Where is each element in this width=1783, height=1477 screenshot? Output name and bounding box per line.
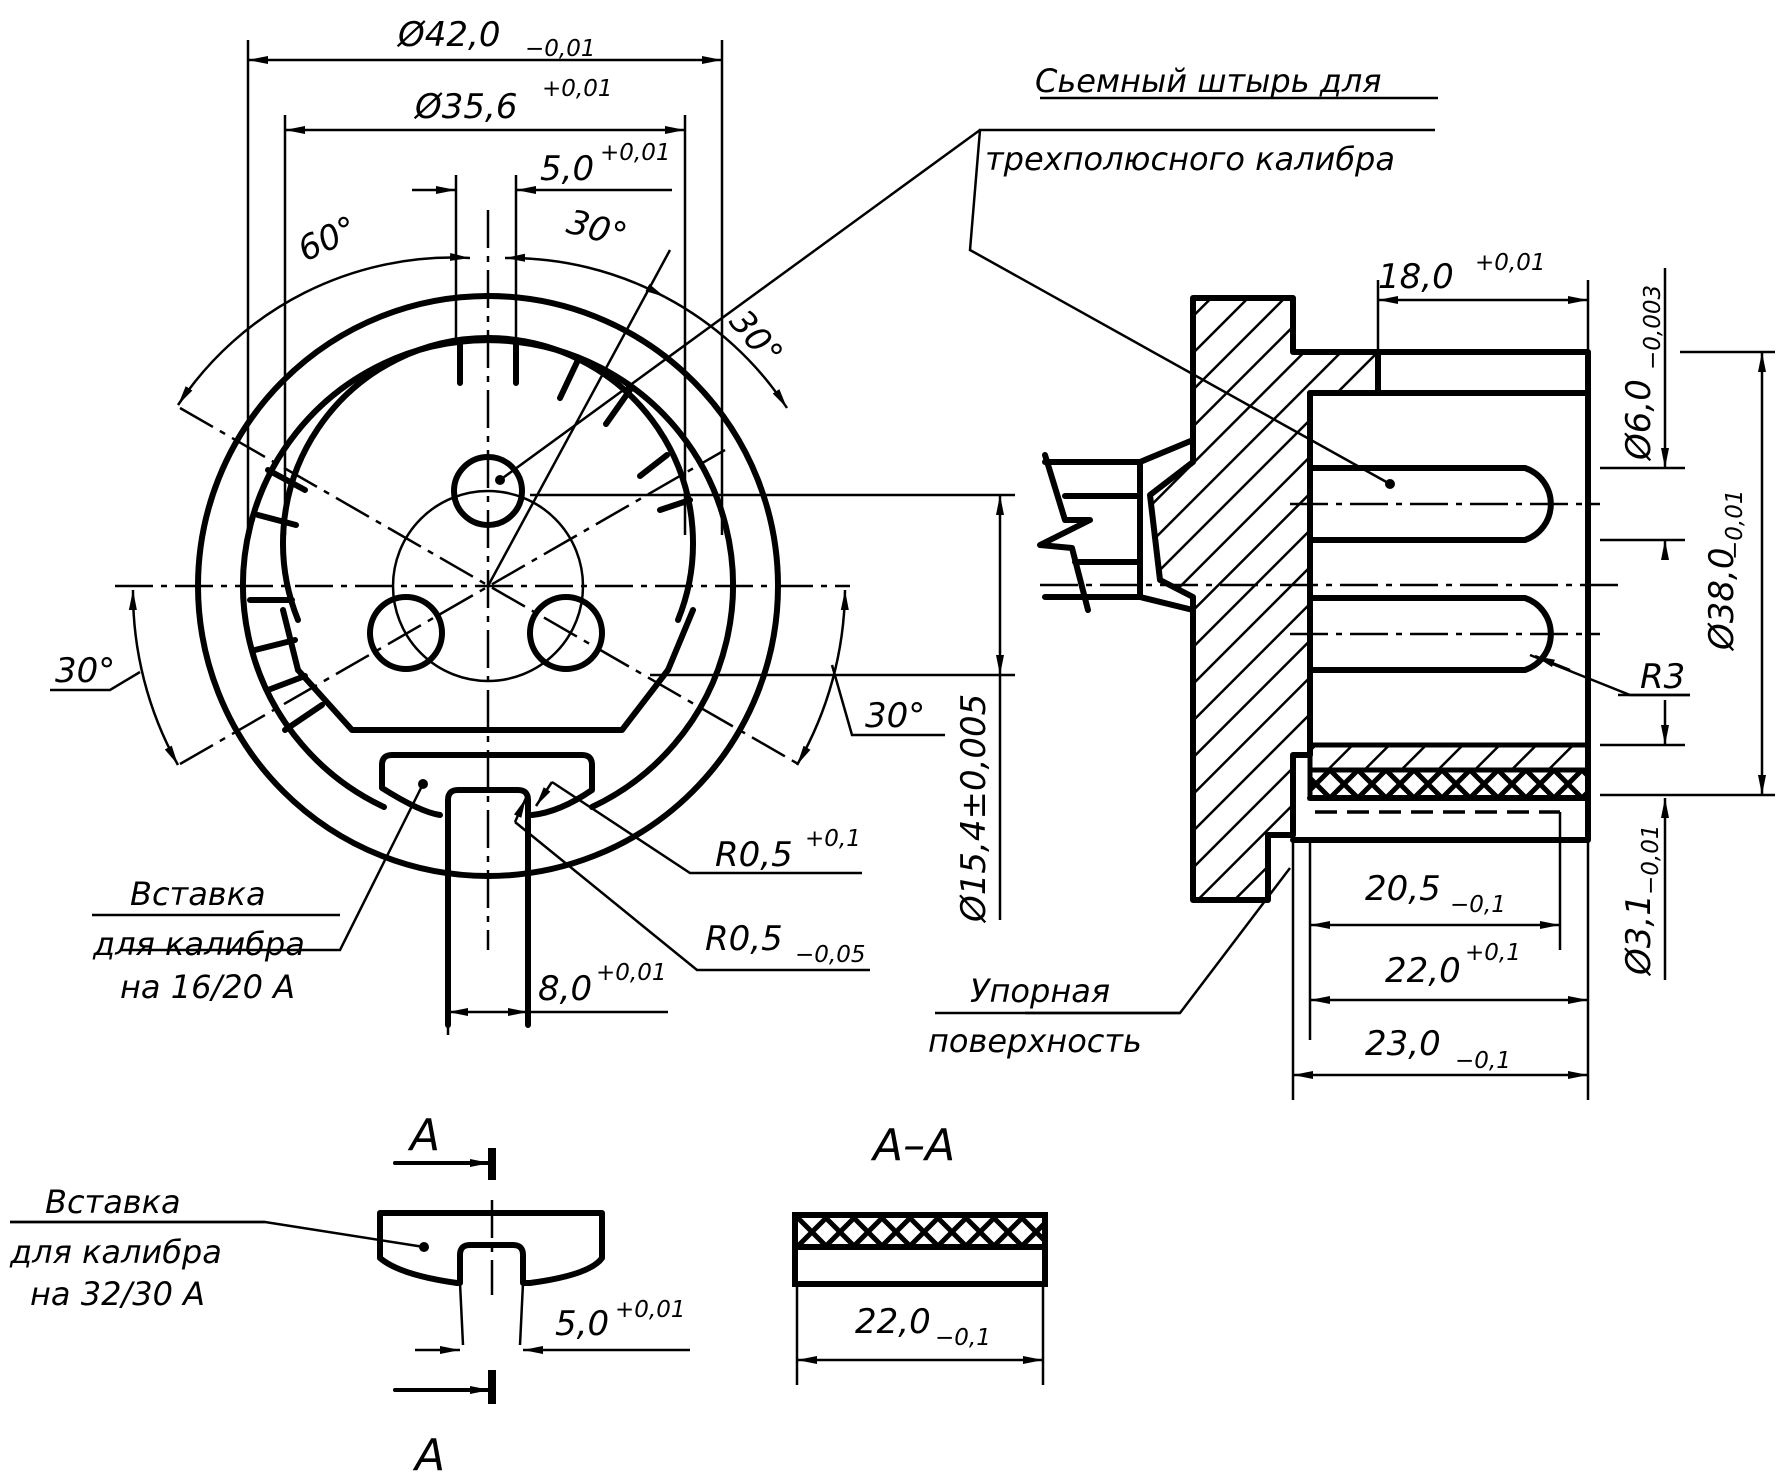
- dim-insert2-slot: 5,0: [555, 1304, 609, 1344]
- stop-surface-line1: Упорная: [970, 972, 1110, 1010]
- insert-hatched-layer: [1307, 742, 1591, 773]
- insert-label-line1: Вставка: [130, 875, 266, 913]
- diagonal-centerline-2: [179, 448, 726, 766]
- tol-d42: −0,01: [525, 36, 595, 62]
- section-letter-bottom: A: [412, 1430, 445, 1477]
- dim-r-inner: R0,5: [705, 919, 783, 959]
- insert-slot: [445, 787, 531, 1028]
- tol-r-outer: +0,1: [805, 826, 861, 852]
- broken-shaft: [1037, 437, 1196, 613]
- insert-label-line2: для калибра: [92, 925, 305, 963]
- insert-label-line3: на 16/20 А: [120, 968, 295, 1006]
- tol-d31: −0,01: [1638, 825, 1664, 895]
- insert2-label-line1: Вставка: [45, 1183, 181, 1221]
- pitch-circle: [391, 489, 585, 683]
- dim-22: 22,0: [1385, 951, 1461, 991]
- insert-32-30: [377, 1210, 605, 1286]
- dim-d31: Ø3,1: [1619, 894, 1659, 977]
- insert2-label-line2: для калибра: [9, 1233, 222, 1271]
- dim-r3: R3: [1640, 657, 1685, 697]
- angle-leader-left: [50, 670, 141, 692]
- angle-arc-30-left: [128, 589, 180, 766]
- pin-hole-left: [367, 594, 445, 672]
- insert-cross-layer: [1307, 767, 1591, 801]
- section-plain-layer: [792, 1244, 1048, 1287]
- section-cross-layer: [792, 1212, 1048, 1250]
- angle-30-right-lower: 30°: [865, 696, 925, 736]
- angle-30-left: 30°: [55, 651, 115, 691]
- dim-slot-top: 5,0: [540, 149, 594, 189]
- inner-side-right: [665, 607, 696, 673]
- tol-slot-top: +0,01: [600, 140, 670, 166]
- pin-label-line2: трехполюсного калибра: [985, 140, 1395, 178]
- stop-surface-line2: поверхность: [928, 1022, 1142, 1060]
- insert-detail-labels: A A Вставка для калибра на 32/30 А 5,0 +…: [9, 1110, 685, 1477]
- label-underlines: [10, 693, 1690, 1224]
- dim-r-outer: R0,5: [715, 835, 793, 875]
- inner-flat: [295, 667, 671, 733]
- angle-arc-30-top: [504, 253, 666, 299]
- dim-d154: Ø15,4±0,005: [954, 694, 994, 924]
- tol-205: −0,1: [1450, 892, 1506, 918]
- tol-23: −0,1: [1455, 1048, 1511, 1074]
- section-aa: [792, 1212, 1048, 1385]
- tol-d356: +0,01: [542, 76, 612, 102]
- dim-d6: Ø6,0: [1619, 379, 1659, 462]
- insert-detail: [10, 1148, 690, 1404]
- insert2-label-line3: на 32/30 А: [30, 1275, 205, 1313]
- dim-d38: Ø38,0: [1702, 548, 1742, 652]
- dim-18: 18,0: [1378, 257, 1454, 297]
- angle-arc-60: [176, 252, 471, 406]
- tol-r-inner: −0,05: [795, 942, 865, 968]
- tol-22: +0,1: [1465, 940, 1521, 966]
- section-letter-top: A: [407, 1110, 440, 1161]
- dim-d356: Ø35,6: [413, 87, 517, 127]
- tol-aa: −0,1: [935, 1325, 991, 1351]
- insert-slot-right: [518, 1282, 525, 1346]
- tol-d6: −0,003: [1640, 285, 1666, 370]
- side-view-labels: Сьемный штырь для трехполюсного калибра …: [928, 62, 1748, 1074]
- angle-60: 60°: [292, 208, 364, 270]
- dim-205: 20,5: [1365, 869, 1441, 909]
- dim-aa: 22,0: [855, 1302, 931, 1342]
- pin-label-leader: [968, 128, 1435, 486]
- side-view: [968, 96, 1775, 1100]
- pin-hole-right: [527, 594, 605, 672]
- angle-arc-30-right: [664, 295, 789, 409]
- tol-18: +0,01: [1475, 250, 1545, 276]
- ring-slots: [247, 340, 693, 733]
- pin-hole-top: [451, 454, 525, 528]
- insert-16-20: [379, 752, 595, 818]
- r-inner-leader: [514, 821, 870, 972]
- dim-d42: Ø42,0: [396, 15, 500, 55]
- r-outer-leader: [551, 780, 862, 875]
- section-aa-title: A–A: [870, 1120, 955, 1171]
- flange-section: [1147, 295, 1381, 903]
- tol-insert2-slot: +0,01: [615, 1297, 685, 1323]
- insert-leader: [120, 783, 425, 952]
- front-view-labels: Ø42,0 −0,01 Ø35,6 +0,01 5,0 +0,01 60° 30…: [55, 15, 994, 1009]
- section-aa-labels: A–A 22,0 −0,1: [855, 1120, 991, 1351]
- angle-30-top: 30°: [563, 202, 632, 256]
- pin-label-line1: Сьемный штырь для: [1035, 62, 1382, 100]
- tol-d38: −0,01: [1722, 490, 1748, 560]
- dim-slot-bottom: 8,0: [538, 969, 592, 1009]
- angle-ray: [486, 249, 672, 587]
- dim-23: 23,0: [1365, 1024, 1441, 1064]
- angle-arc-30-right-lower: [795, 589, 849, 766]
- angle-30-right: 30°: [721, 302, 790, 374]
- pin-leader-front: [499, 128, 981, 482]
- shell: [1290, 349, 1591, 843]
- insert-slot-left: [458, 1282, 465, 1346]
- tol-slot-bottom: +0,01: [596, 960, 666, 986]
- angle-leader-right: [830, 664, 945, 737]
- front-view: [50, 40, 1015, 1035]
